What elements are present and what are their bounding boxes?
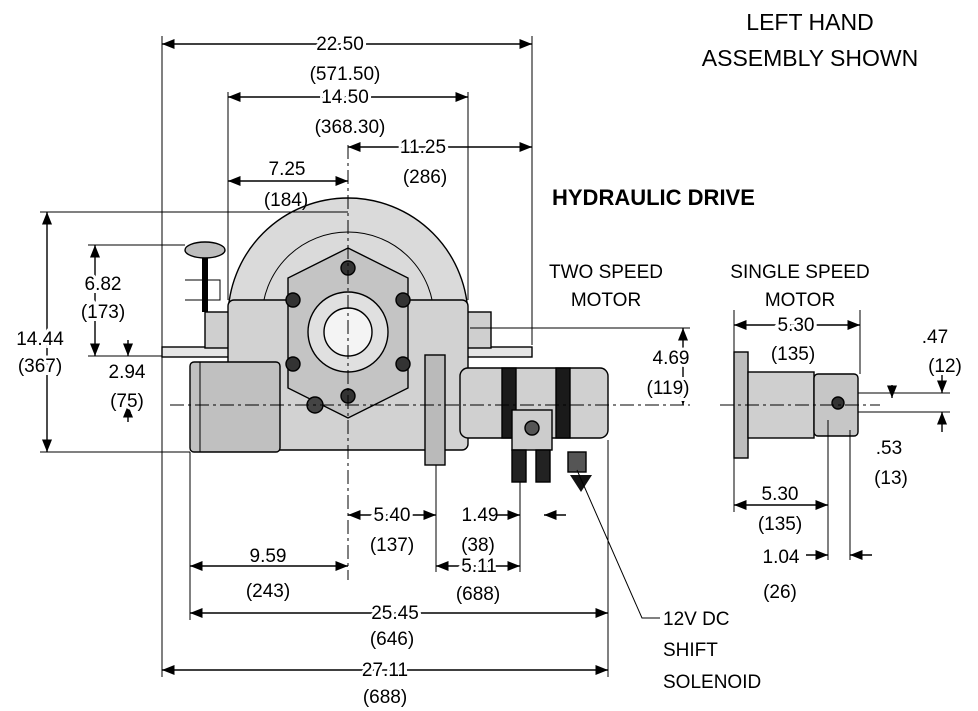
dim-shaft-dia-side-mm: (13): [874, 468, 908, 489]
handle-knob: [184, 241, 226, 259]
dim-shaft-dia-side-in: .53: [876, 438, 902, 459]
drive-type-heading: HYDRAULIC DRIVE: [552, 185, 755, 210]
motor-band-2: [555, 367, 571, 439]
dim-overall-bottom-mm: (688): [363, 687, 407, 708]
handle-bracket: [185, 279, 221, 301]
bolt: [395, 356, 411, 372]
single-speed-motor-label-2: MOTOR: [765, 290, 835, 311]
dim-shaft-extension-in: 1.04: [763, 547, 800, 568]
dim-base-offset-mm: (75): [110, 391, 144, 412]
dim-shaft-extension-mm: (26): [763, 582, 797, 603]
hydraulic-fitting: [535, 449, 551, 483]
left-end-cap: [189, 361, 281, 453]
dim-shaft-height-mm: (119): [647, 378, 690, 399]
dim-shaft-dia-top-mm: (12): [928, 356, 962, 377]
motor-flange: [424, 354, 446, 466]
assembly-note-line2: ASSEMBLY SHOWN: [702, 45, 918, 71]
bolt: [285, 356, 301, 372]
dim-center-to-flange-in: 5.40: [374, 505, 411, 526]
two-speed-motor-label-2: MOTOR: [571, 290, 641, 311]
single-motor-port: [831, 396, 845, 410]
dim-single-bottom-mm: (135): [758, 514, 802, 535]
dim-overall-mid-in: 25.45: [371, 603, 419, 624]
winch-body: [161, 197, 609, 492]
two-speed-motor-label-1: TWO SPEED: [549, 262, 663, 283]
dim-handle-height-in: 6.82: [85, 274, 122, 295]
dim-overall-top-mm: (571.50): [310, 64, 381, 85]
dim-overall-height-mm: (367): [18, 356, 62, 377]
single-speed-motor-label-1: SINGLE SPEED: [730, 262, 869, 283]
solenoid-leader: [576, 469, 660, 619]
dim-left-half-in: 7.25: [269, 159, 306, 180]
dim-shaft-dia-top-in: .47: [922, 327, 948, 348]
dim-right-half-in: 11.25: [400, 137, 446, 158]
dim-overall-height-in: 14.44: [16, 329, 64, 350]
dim-left-to-center-in: 9.59: [250, 546, 287, 567]
dim-left-half-mm: (184): [264, 190, 308, 211]
solenoid-callout-line1: 12V DC: [663, 609, 730, 630]
dim-single-bottom-in: 5.30: [762, 484, 799, 505]
dim-shaft-height-in: 4.69: [653, 348, 690, 369]
dim-left-to-center-mm: (243): [246, 581, 290, 602]
solenoid-callout-line2: SHIFT: [663, 640, 718, 661]
dim-single-top-mm: (135): [771, 344, 815, 365]
valve-port: [524, 420, 540, 436]
dim-center-to-flange-mm: (137): [370, 535, 414, 556]
dim-right-half-mm: (286): [403, 167, 447, 188]
dim-stub-length-mm: (38): [461, 535, 495, 556]
dim-handle-height-mm: (173): [81, 302, 125, 323]
dim-stub-length-in: 1.49: [462, 505, 499, 526]
bolt: [395, 292, 411, 308]
dim-motor-length-mm: (688): [456, 584, 500, 605]
dim-overall-top-in: 22.50: [316, 34, 364, 55]
dim-single-top-in: 5.30: [778, 315, 815, 336]
bolt: [285, 292, 301, 308]
dim-base-offset-in: 2.94: [109, 362, 146, 383]
dim-overall-bottom-in: 27.11: [362, 660, 408, 681]
solenoid-callout-line3: SOLENOID: [663, 672, 761, 693]
hydraulic-fitting: [511, 449, 527, 483]
dim-mount-width-in: 14.50: [321, 87, 369, 108]
dim-mount-width-mm: (368.30): [315, 117, 386, 138]
dim-motor-length-in: 5.11: [461, 556, 497, 577]
solenoid-tip: [570, 475, 592, 492]
assembly-note-line1: LEFT HAND: [746, 9, 873, 35]
solenoid-body: [567, 451, 587, 473]
dim-overall-mid-mm: (646): [370, 629, 414, 650]
